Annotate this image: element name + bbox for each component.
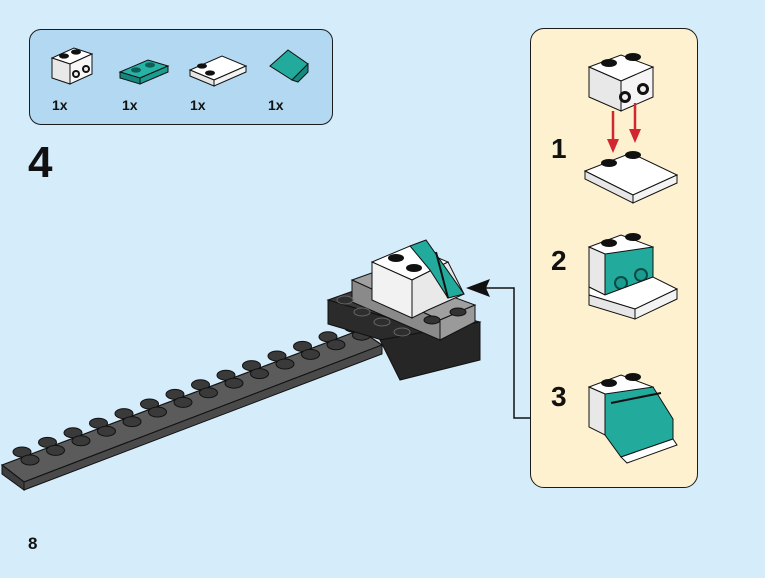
long-dark-gray-plate — [0, 329, 384, 491]
step-number: 4 — [28, 138, 53, 187]
part-white-corner-tile-icon — [188, 55, 248, 87]
plate-stud — [199, 387, 218, 399]
plate-stud — [122, 416, 142, 428]
sub-step-number: 2 — [551, 245, 567, 276]
parts-list-callout: 1x 1x 1x 1x — [29, 29, 333, 125]
part-quantity: 1x — [52, 97, 68, 113]
part-quantity: 1x — [190, 97, 206, 113]
plate-stud — [97, 425, 116, 437]
sub-step-3-illustration — [587, 373, 678, 464]
sub-step-number: 1 — [551, 133, 567, 164]
page-number: 8 — [28, 534, 38, 553]
plate-stud — [326, 339, 346, 351]
sub-step-2-illustration — [587, 233, 679, 320]
part-quantity: 1x — [268, 97, 284, 113]
plate-stud — [20, 454, 40, 466]
plate-stud — [148, 406, 167, 418]
plate-stud — [275, 358, 295, 370]
sub-assembly-callout: 1 2 3 — [530, 28, 698, 488]
plate-stud — [173, 396, 193, 408]
plate-stud — [250, 368, 269, 380]
plate-stud — [71, 435, 91, 447]
part-white-side-stud-brick-icon — [50, 47, 94, 85]
plate-studs — [12, 321, 371, 466]
plate-stud — [301, 348, 320, 360]
white-brick-with-teal-slope — [370, 239, 465, 319]
part-teal-plate-icon — [118, 59, 170, 85]
plate-stud — [224, 377, 244, 389]
sub-step-1-illustration — [583, 53, 679, 204]
sub-step-number: 3 — [551, 381, 567, 412]
sub-assembly-connector-arrow — [466, 279, 530, 419]
part-quantity: 1x — [122, 97, 138, 113]
plate-stud — [46, 444, 65, 456]
part-teal-slope-icon — [269, 49, 309, 83]
